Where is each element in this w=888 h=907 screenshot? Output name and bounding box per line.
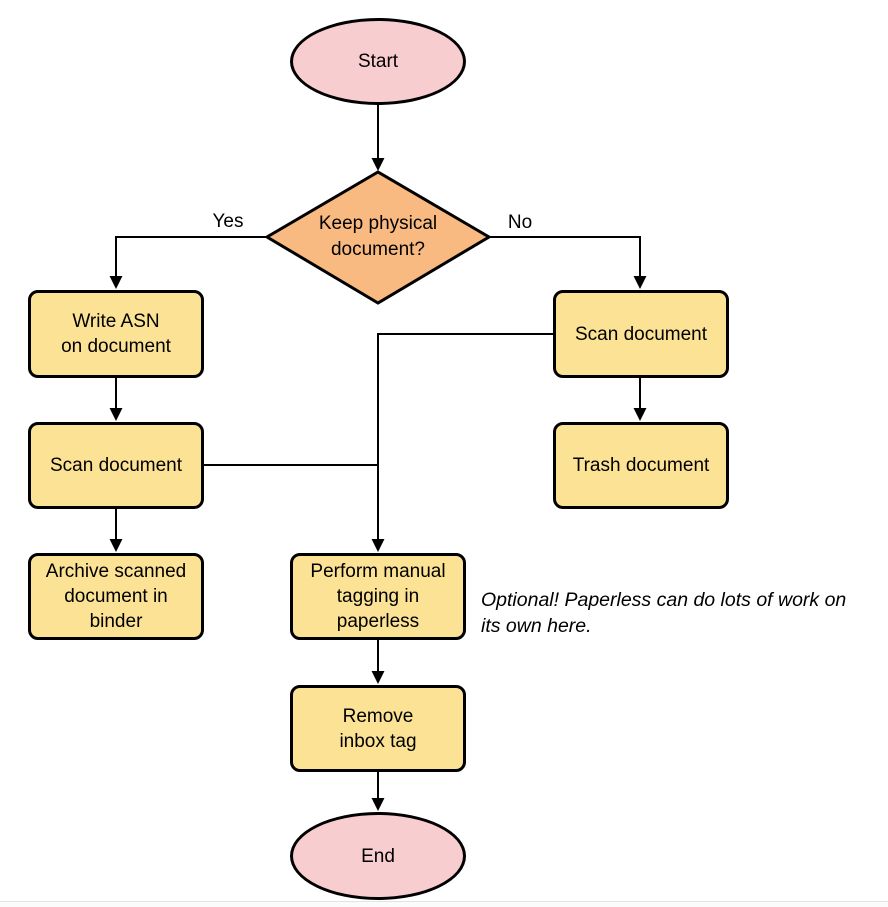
edge-decision-no-to-scan-right: [489, 236, 647, 289]
edge-label-yes: Yes: [212, 211, 244, 232]
node-trash-document: Trash document: [553, 422, 729, 509]
node-start: Start: [290, 18, 466, 105]
node-write-asn-on-document: Write ASN on document: [28, 290, 204, 378]
node-remove-inbox-tag: Remove inbox tag: [290, 685, 466, 772]
edge-label-no: No: [507, 212, 533, 233]
decision-diamond-shape: [264, 170, 492, 305]
node-perform-manual-tagging: Perform manual tagging in paperless: [290, 553, 466, 640]
edge-scan-right-to-tagging: [371, 333, 553, 552]
annotation-optional-paperless: Optional! Paperless can do lots of work …: [481, 589, 847, 637]
edge-decision-yes-to-write-asn: [109, 236, 266, 289]
node-decision-keep-physical-document: Keep physical document?: [318, 213, 438, 260]
bottom-edge-strip: [0, 901, 888, 907]
node-end: End: [290, 812, 466, 900]
node-scan-document-right: Scan document: [553, 290, 729, 378]
node-archive-scanned-document: Archive scanned document in binder: [28, 553, 204, 640]
node-scan-document-left: Scan document: [28, 422, 204, 509]
